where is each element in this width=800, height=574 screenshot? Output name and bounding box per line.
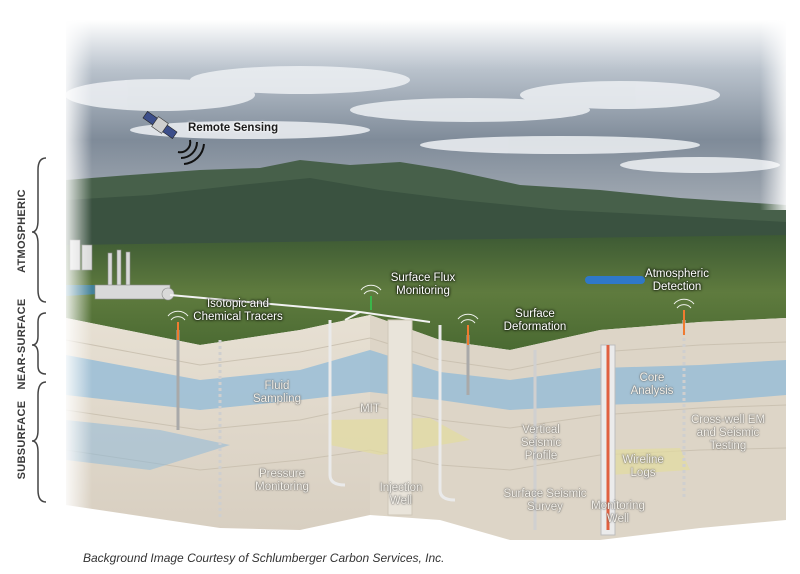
label-mit: MIT	[360, 403, 380, 415]
subsurface-block-left	[66, 315, 370, 530]
label-monitoring-well: Monitoring Well	[591, 500, 645, 525]
label-wireline-logs: Wireline Logs	[622, 454, 664, 479]
pipeline	[169, 294, 431, 323]
label-surface-flux: Surface Flux Monitoring	[390, 272, 456, 297]
zone-label-subsurface: SUBSURFACE	[16, 400, 28, 480]
label-surface-deformation: Surface Deformation	[503, 308, 567, 333]
zone-brackets	[31, 157, 47, 503]
label-isotopic-tracers: Isotopic and Chemical Tracers	[193, 298, 283, 323]
zone-label-atmospheric: ATMOSPHERIC	[16, 189, 28, 273]
clouds	[65, 66, 780, 173]
zone-label-near-surface: NEAR-SURFACE	[16, 298, 28, 390]
pond	[585, 276, 645, 284]
satellite-icon	[142, 110, 178, 140]
label-vertical-seismic: Vertical Seismic Profile	[520, 424, 562, 462]
label-atmospheric-detection: Atmospheric Detection	[645, 268, 709, 293]
antenna-icon	[177, 296, 685, 345]
label-crosswell: Cross-well EM and Seismic Testing	[690, 414, 766, 452]
wells	[176, 319, 686, 536]
label-pressure-monitoring: Pressure Monitoring	[255, 468, 309, 493]
label-injection-well: Injection Well	[379, 482, 423, 507]
label-fluid-sampling: Fluid Sampling	[253, 380, 301, 405]
label-remote-sensing: Remote Sensing	[188, 122, 279, 134]
label-surface-seismic: Surface Seismic Survey	[503, 488, 587, 513]
ground-surface	[66, 235, 786, 350]
signal-waves-icon	[177, 139, 205, 165]
image-credit: Background Image Courtesy of Schlumberge…	[83, 551, 445, 565]
label-core-analysis: Core Analysis	[630, 372, 674, 397]
